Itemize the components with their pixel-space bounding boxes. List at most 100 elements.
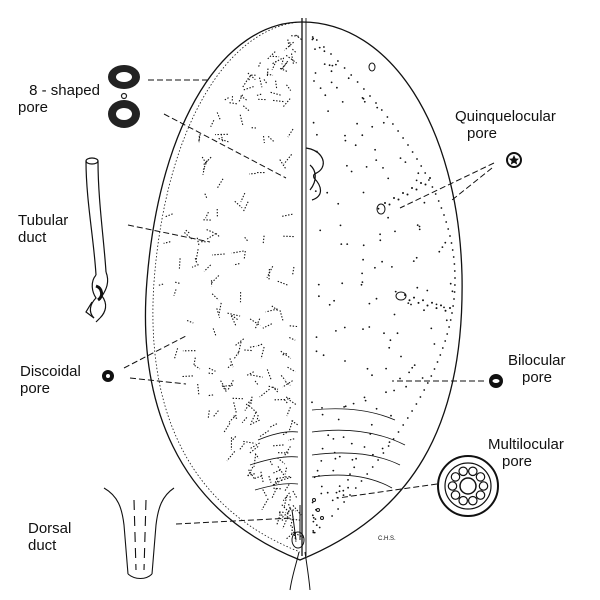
dorsal-duct-mark	[253, 475, 262, 480]
leg-structure	[305, 147, 324, 201]
ventral-pore-dot	[366, 367, 369, 370]
ventral-pore-dot	[347, 486, 349, 489]
ventral-pore-dot	[388, 441, 391, 443]
dorsal-duct-mark	[280, 375, 286, 381]
dorsal-duct-mark	[290, 53, 295, 66]
dorsal-duct-mark	[271, 469, 281, 475]
ventral-margin-dot	[419, 396, 422, 398]
spiracular-pore-dot	[384, 202, 386, 204]
dorsal-duct-texture	[157, 34, 304, 542]
multilocular-cell	[447, 481, 458, 491]
dorsal-duct-mark	[266, 73, 274, 76]
dorsal-duct-mark	[210, 120, 215, 127]
spiracular-pore-dot	[449, 307, 451, 309]
ventral-pore-dot	[430, 327, 433, 330]
ventral-margin-dot	[446, 333, 449, 335]
ventral-pore-dot	[387, 177, 390, 180]
ventral-pore-dot	[342, 489, 345, 492]
dorsal-duct-mark	[287, 438, 295, 441]
ventral-pore-dot	[320, 460, 323, 462]
dorsal-duct-mark	[281, 213, 293, 217]
ventral-pore-dot	[393, 313, 396, 316]
dorsal-duct-mark	[163, 241, 171, 244]
dorsal-duct-mark	[196, 237, 200, 246]
ventral-margin-dot	[337, 60, 339, 62]
ventral-pore-dot	[416, 224, 419, 227]
spiracular-pore-dot	[408, 299, 411, 302]
ventral-pore-dot	[371, 125, 374, 128]
spiracular-pore-dot	[388, 203, 391, 206]
dorsal-duct-mark	[157, 283, 164, 287]
dorsal-duct-mark	[282, 98, 291, 107]
dorsal-duct-mark	[175, 281, 181, 285]
bilocular-pore-icon	[489, 374, 503, 388]
ventral-pore-dot	[326, 191, 329, 194]
dorsal-duct-mark	[277, 466, 286, 478]
dorsal-duct-mark	[186, 319, 194, 324]
ventral-pore-dot	[368, 326, 371, 328]
spiracles	[368, 62, 407, 301]
spiracular-pore-dot	[422, 299, 424, 302]
ventral-pore-dot	[313, 80, 315, 82]
ventral-pore-dot	[328, 303, 331, 306]
dorsal-duct-mark	[272, 444, 284, 447]
ventral-pore-dot	[418, 228, 421, 231]
ventral-margin-dot	[426, 382, 429, 384]
ventral-margin-dot	[315, 39, 318, 41]
dorsal-duct-icon	[103, 487, 175, 580]
ventral-margin-dot	[450, 242, 453, 244]
ventral-pore-dot	[316, 469, 319, 472]
ventral-pore-dot	[346, 164, 348, 167]
ventral-margin-dot	[430, 375, 433, 377]
ventral-margin-dot	[424, 172, 427, 174]
ventral-pore-dot	[355, 457, 357, 460]
ventral-pore-dot	[362, 244, 365, 247]
ventral-margin-dot	[451, 312, 453, 314]
dorsal-duct-mark	[277, 457, 286, 465]
dorsal-duct-mark	[256, 343, 263, 347]
dorsal-duct-mark	[260, 471, 264, 483]
ventral-pore-dot	[335, 63, 337, 66]
multilocular-cell	[475, 490, 486, 500]
ventral-pore-dot	[400, 355, 402, 358]
dorsal-duct-mark	[220, 380, 227, 391]
dorsal-duct-mark	[207, 394, 214, 397]
ventral-pore-dot	[404, 161, 407, 164]
ventral-margin-dot	[331, 515, 333, 517]
ventral-pore-dot	[362, 97, 365, 100]
dorsal-duct-mark	[220, 133, 224, 143]
dorsal-duct-mark	[257, 62, 261, 69]
midline	[301, 18, 307, 556]
ventral-pore-dot	[347, 479, 349, 481]
ventral-pore-dot	[315, 524, 318, 526]
multilocular-pore-icon	[437, 455, 499, 517]
ventral-pore-dot	[314, 518, 317, 520]
ventral-pore-dot	[421, 377, 424, 379]
label-eight-shaped-pore-line2: pore	[18, 99, 49, 116]
dorsal-duct-mark	[273, 478, 278, 486]
dorsal-duct-mark	[256, 414, 259, 421]
ventral-margin-dot	[392, 123, 394, 125]
dorsal-duct-mark	[291, 266, 295, 276]
ventral-pore-dot	[311, 36, 314, 38]
ventral-pore-dot	[339, 224, 342, 227]
label-multilocular-pore: Multilocular pore	[488, 436, 564, 470]
dorsal-duct-mark	[276, 514, 281, 526]
ventral-pore-dot	[364, 399, 367, 402]
label-bilocular-pore-line1: Bilocular	[508, 352, 566, 369]
ventral-pore-dot	[343, 326, 346, 329]
ventral-margin-dot	[371, 466, 374, 468]
ventral-pore-dot	[336, 496, 339, 499]
ventral-margin-dot	[407, 144, 409, 146]
ventral-pore-dot	[312, 531, 315, 534]
ventral-pore-dot	[347, 77, 350, 80]
ventral-margin-dot	[369, 95, 371, 97]
dorsal-duct-mark	[272, 386, 279, 393]
label-quinquelocular-pore-line2: pore	[467, 125, 498, 142]
dorsal-duct-mark	[283, 399, 289, 405]
dorsal-duct-mark	[243, 440, 256, 444]
ventral-pore-dot	[320, 492, 323, 495]
ventral-pore-dot	[379, 233, 381, 236]
